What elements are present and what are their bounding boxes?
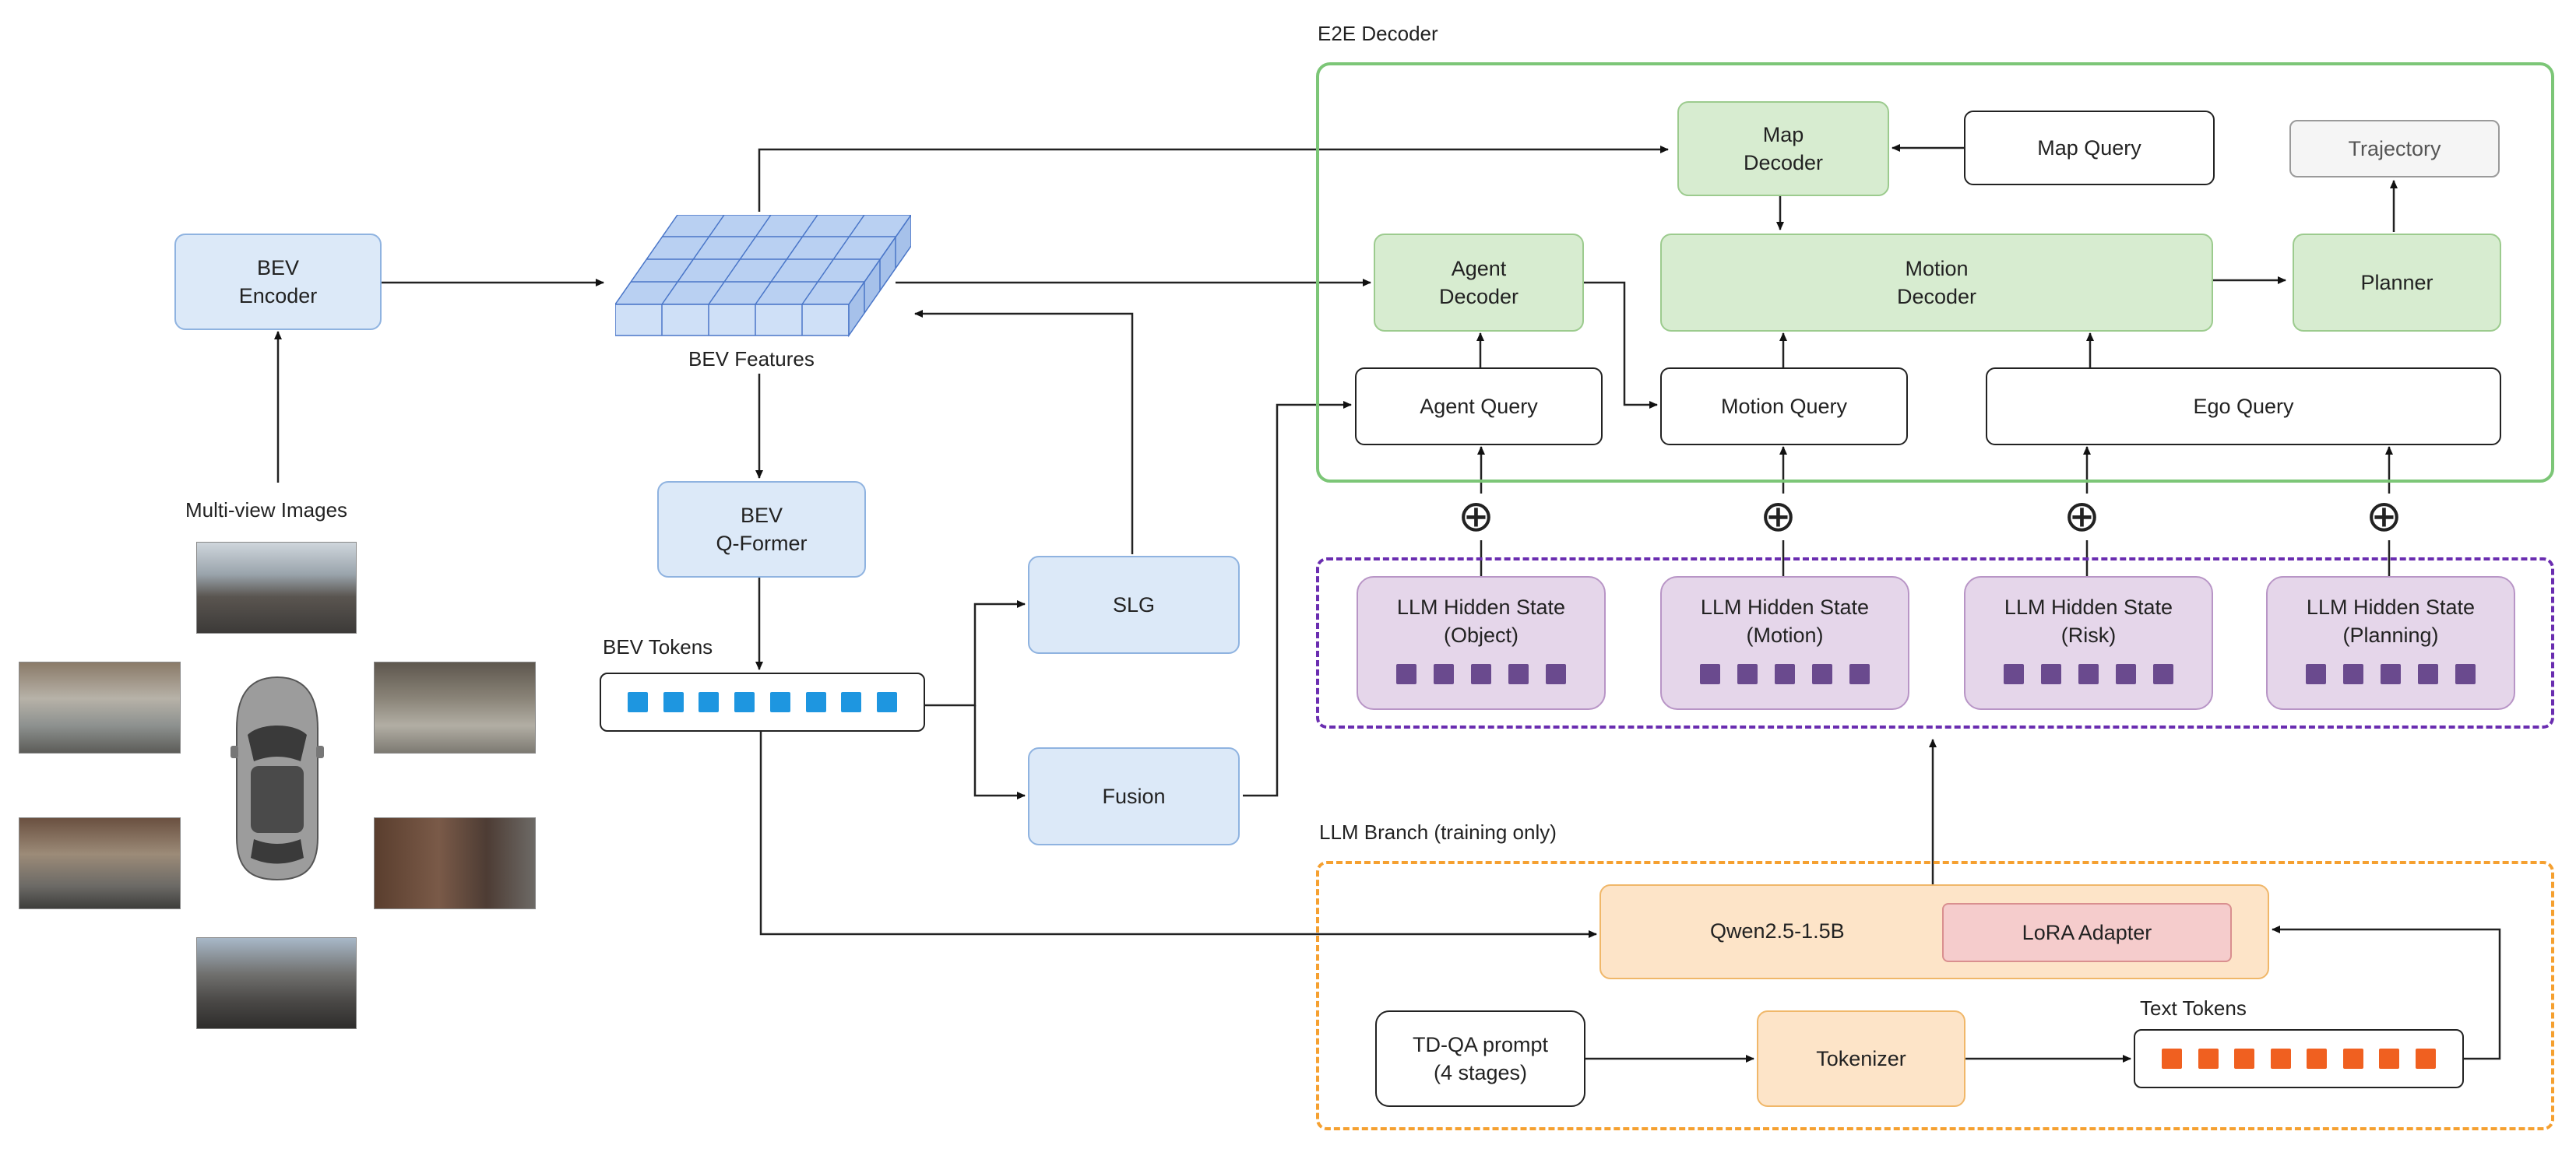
map-query[interactable]: Map Query (1964, 111, 2215, 185)
hidden-state-label: LLM Hidden State (Object) (1396, 596, 1566, 648)
camera-image-front-right (374, 662, 536, 754)
add-operator-icon: ⊕ (1458, 491, 1494, 540)
text-token (2198, 1049, 2219, 1069)
text-token (2342, 1049, 2363, 1069)
bev-tokens-label: BEV Tokens (603, 635, 713, 659)
slg-module[interactable]: SLG (1028, 556, 1240, 654)
add-operator-icon: ⊕ (1760, 491, 1797, 540)
camera-image-front (196, 542, 357, 634)
camera-image-back-right (374, 817, 536, 909)
llm-hidden-state-object[interactable]: LLM Hidden State (Object) (1357, 576, 1606, 710)
lora-adapter[interactable]: LoRA Adapter (1942, 903, 2232, 962)
bev-features-grid (615, 215, 911, 338)
bev-features-label: BEV Features (688, 347, 815, 371)
llm-hidden-states-group (1316, 557, 2554, 729)
agent-query[interactable]: Agent Query (1355, 367, 1603, 445)
hidden-state-tokens (2004, 663, 2173, 684)
hidden-state-label: LLM Hidden State (Planning) (2306, 596, 2476, 648)
text-token (2415, 1049, 2436, 1069)
hidden-state-tokens (1700, 663, 1870, 684)
camera-image-back (196, 937, 357, 1029)
hidden-state-label: LLM Hidden State (Risk) (2004, 596, 2173, 648)
bev-token (663, 692, 684, 712)
bev-token (841, 692, 862, 712)
llm-hidden-state-risk[interactable]: LLM Hidden State (Risk) (1964, 576, 2213, 710)
fusion-module[interactable]: Fusion (1028, 747, 1240, 845)
bev-encoder[interactable]: BEV Encoder (174, 234, 382, 330)
bev-tokens (600, 673, 925, 732)
bev-token (769, 692, 790, 712)
llm-branch-group (1316, 861, 2554, 1130)
hidden-state-tokens (1396, 663, 1566, 684)
llm-hidden-state-motion[interactable]: LLM Hidden State (Motion) (1660, 576, 1909, 710)
bev-token (877, 692, 898, 712)
ego-car-icon (231, 676, 324, 881)
ego-query[interactable]: Ego Query (1986, 367, 2501, 445)
add-operator-icon: ⊕ (2064, 491, 2100, 540)
text-tokens (2134, 1029, 2464, 1088)
text-token (2162, 1049, 2183, 1069)
multiview-images-label: Multi-view Images (185, 498, 348, 522)
text-token (2307, 1049, 2328, 1069)
trajectory-output[interactable]: Trajectory (2289, 120, 2500, 177)
text-token (2270, 1049, 2291, 1069)
llm-branch-title: LLM Branch (training only) (1319, 820, 1557, 844)
tdqa-prompt[interactable]: TD-QA prompt (4 stages) (1375, 1010, 1585, 1107)
text-token (2234, 1049, 2255, 1069)
motion-decoder[interactable]: Motion Decoder (1660, 234, 2213, 332)
bev-token (734, 692, 755, 712)
hidden-state-tokens (2306, 663, 2476, 684)
bev-qformer[interactable]: BEV Q-Former (657, 481, 866, 578)
camera-image-back-left (19, 817, 181, 909)
text-token (2379, 1049, 2400, 1069)
planner[interactable]: Planner (2293, 234, 2501, 332)
bev-token (699, 692, 720, 712)
tokenizer[interactable]: Tokenizer (1757, 1010, 1965, 1107)
bev-token (627, 692, 648, 712)
map-decoder[interactable]: Map Decoder (1677, 101, 1889, 196)
agent-decoder[interactable]: Agent Decoder (1374, 234, 1584, 332)
hidden-state-label: LLM Hidden State (Motion) (1700, 596, 1870, 648)
e2e-decoder-title: E2E Decoder (1318, 22, 1438, 45)
text-tokens-label: Text Tokens (2140, 996, 2247, 1020)
llm-hidden-state-planning[interactable]: LLM Hidden State (Planning) (2266, 576, 2515, 710)
add-operator-icon: ⊕ (2366, 491, 2402, 540)
e2e-decoder-group (1316, 62, 2554, 483)
camera-image-front-left (19, 662, 181, 754)
motion-query[interactable]: Motion Query (1660, 367, 1908, 445)
bev-token (805, 692, 826, 712)
qwen-label: Qwen2.5-1.5B (1710, 919, 1845, 943)
